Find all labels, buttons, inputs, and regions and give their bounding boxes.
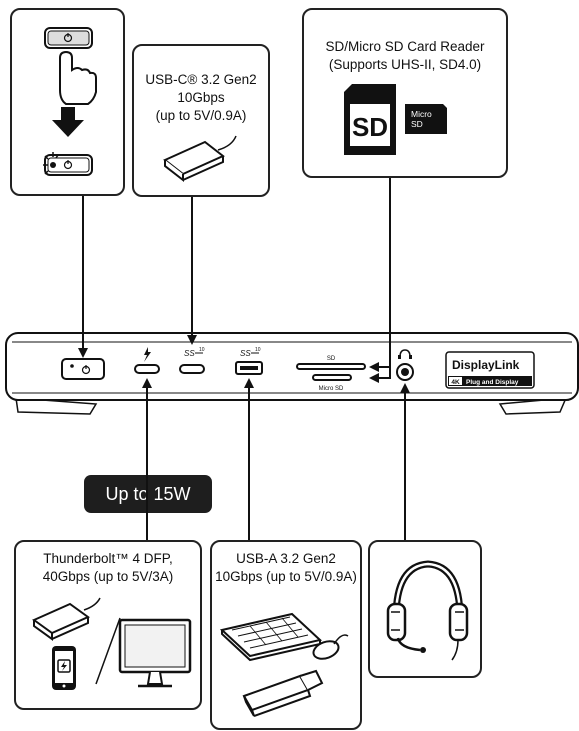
sd-reader-title: SD/Micro SD Card Reader [325,39,485,54]
audio-jack[interactable] [396,349,414,381]
usb-c-caption-line3: (up to 5V/0.9A) [155,108,247,123]
thunderbolt-icon [144,347,151,362]
usb-flash-drive-icon [242,669,324,717]
separator-slash [95,617,121,685]
superspeed-label-c: SS [184,349,195,358]
usb-c-caption: USB-C® 3.2 Gen2 10Gbps (up to 5V/0.9A) [132,71,270,125]
superspeed-sup-c: 10 [199,347,205,353]
sd-card-reader-callout [302,8,508,178]
thunderbolt-caption-line2: 40Gbps (up to 5V/3A) [42,569,174,584]
thunderbolt-port[interactable] [134,347,160,374]
headset-icon [386,560,469,661]
microsd-logo-line2: SD [411,119,423,129]
usb-a-caption-line2: 10Gbps (up to 5V/0.9A) [215,569,357,584]
dock-power-button[interactable] [61,358,105,380]
usb-a-port[interactable]: SS 10 [235,347,263,375]
sd-logo-text: SD [352,112,388,142]
external-drive-icon-tb [32,597,101,641]
microsd-logo-line1: Micro [411,109,432,119]
sd-card-slot[interactable]: SD [296,356,366,370]
sd-reader-subtitle: (Supports UHS-II, SD4.0) [328,57,482,72]
phone-charging-icon [52,646,76,690]
sd-card-icon: SD [344,84,396,155]
external-drive-icon [163,135,237,183]
keyboard-icon [219,612,323,662]
displaylink-brand: DisplayLink [452,358,520,372]
usb-a-caption-line1: USB-A 3.2 Gen2 [236,551,336,566]
microsd-card-icon: Micro SD [405,104,447,134]
usb-c-caption-line1: USB-C® 3.2 Gen2 [145,72,257,87]
displaylink-tagline: Plug and Display [466,379,519,386]
power-button-press-icon [44,27,97,105]
superspeed-label-a: SS [240,349,251,358]
monitor-icon [118,618,192,688]
superspeed-sup-a: 10 [255,347,261,353]
microsd-card-slot[interactable]: Micro SD [312,374,352,392]
power-led-on-icon [43,152,93,176]
microsd-arrow [369,367,391,383]
mouse-icon [312,634,349,660]
thunderbolt-caption-line1: Thunderbolt™ 4 DFP, [43,551,173,566]
usb-c-port[interactable]: SS 10 [179,347,205,374]
sd-reader-caption: SD/Micro SD Card Reader (Supports UHS-II… [302,38,508,74]
down-arrow-icon [52,107,84,137]
thunderbolt-caption: Thunderbolt™ 4 DFP, 40Gbps (up to 5V/3A) [14,550,202,586]
usb-c-caption-line2: 10Gbps [177,90,225,105]
headphone-icon [399,349,411,358]
microsd-slot-label: Micro SD [319,386,344,392]
sd-slot-label: SD [327,356,336,362]
displaylink-logo: DisplayLink 4K Plug and Display [445,351,535,389]
usb-a-caption: USB-A 3.2 Gen2 10Gbps (up to 5V/0.9A) [210,550,362,586]
displaylink-4k: 4K [451,379,460,386]
